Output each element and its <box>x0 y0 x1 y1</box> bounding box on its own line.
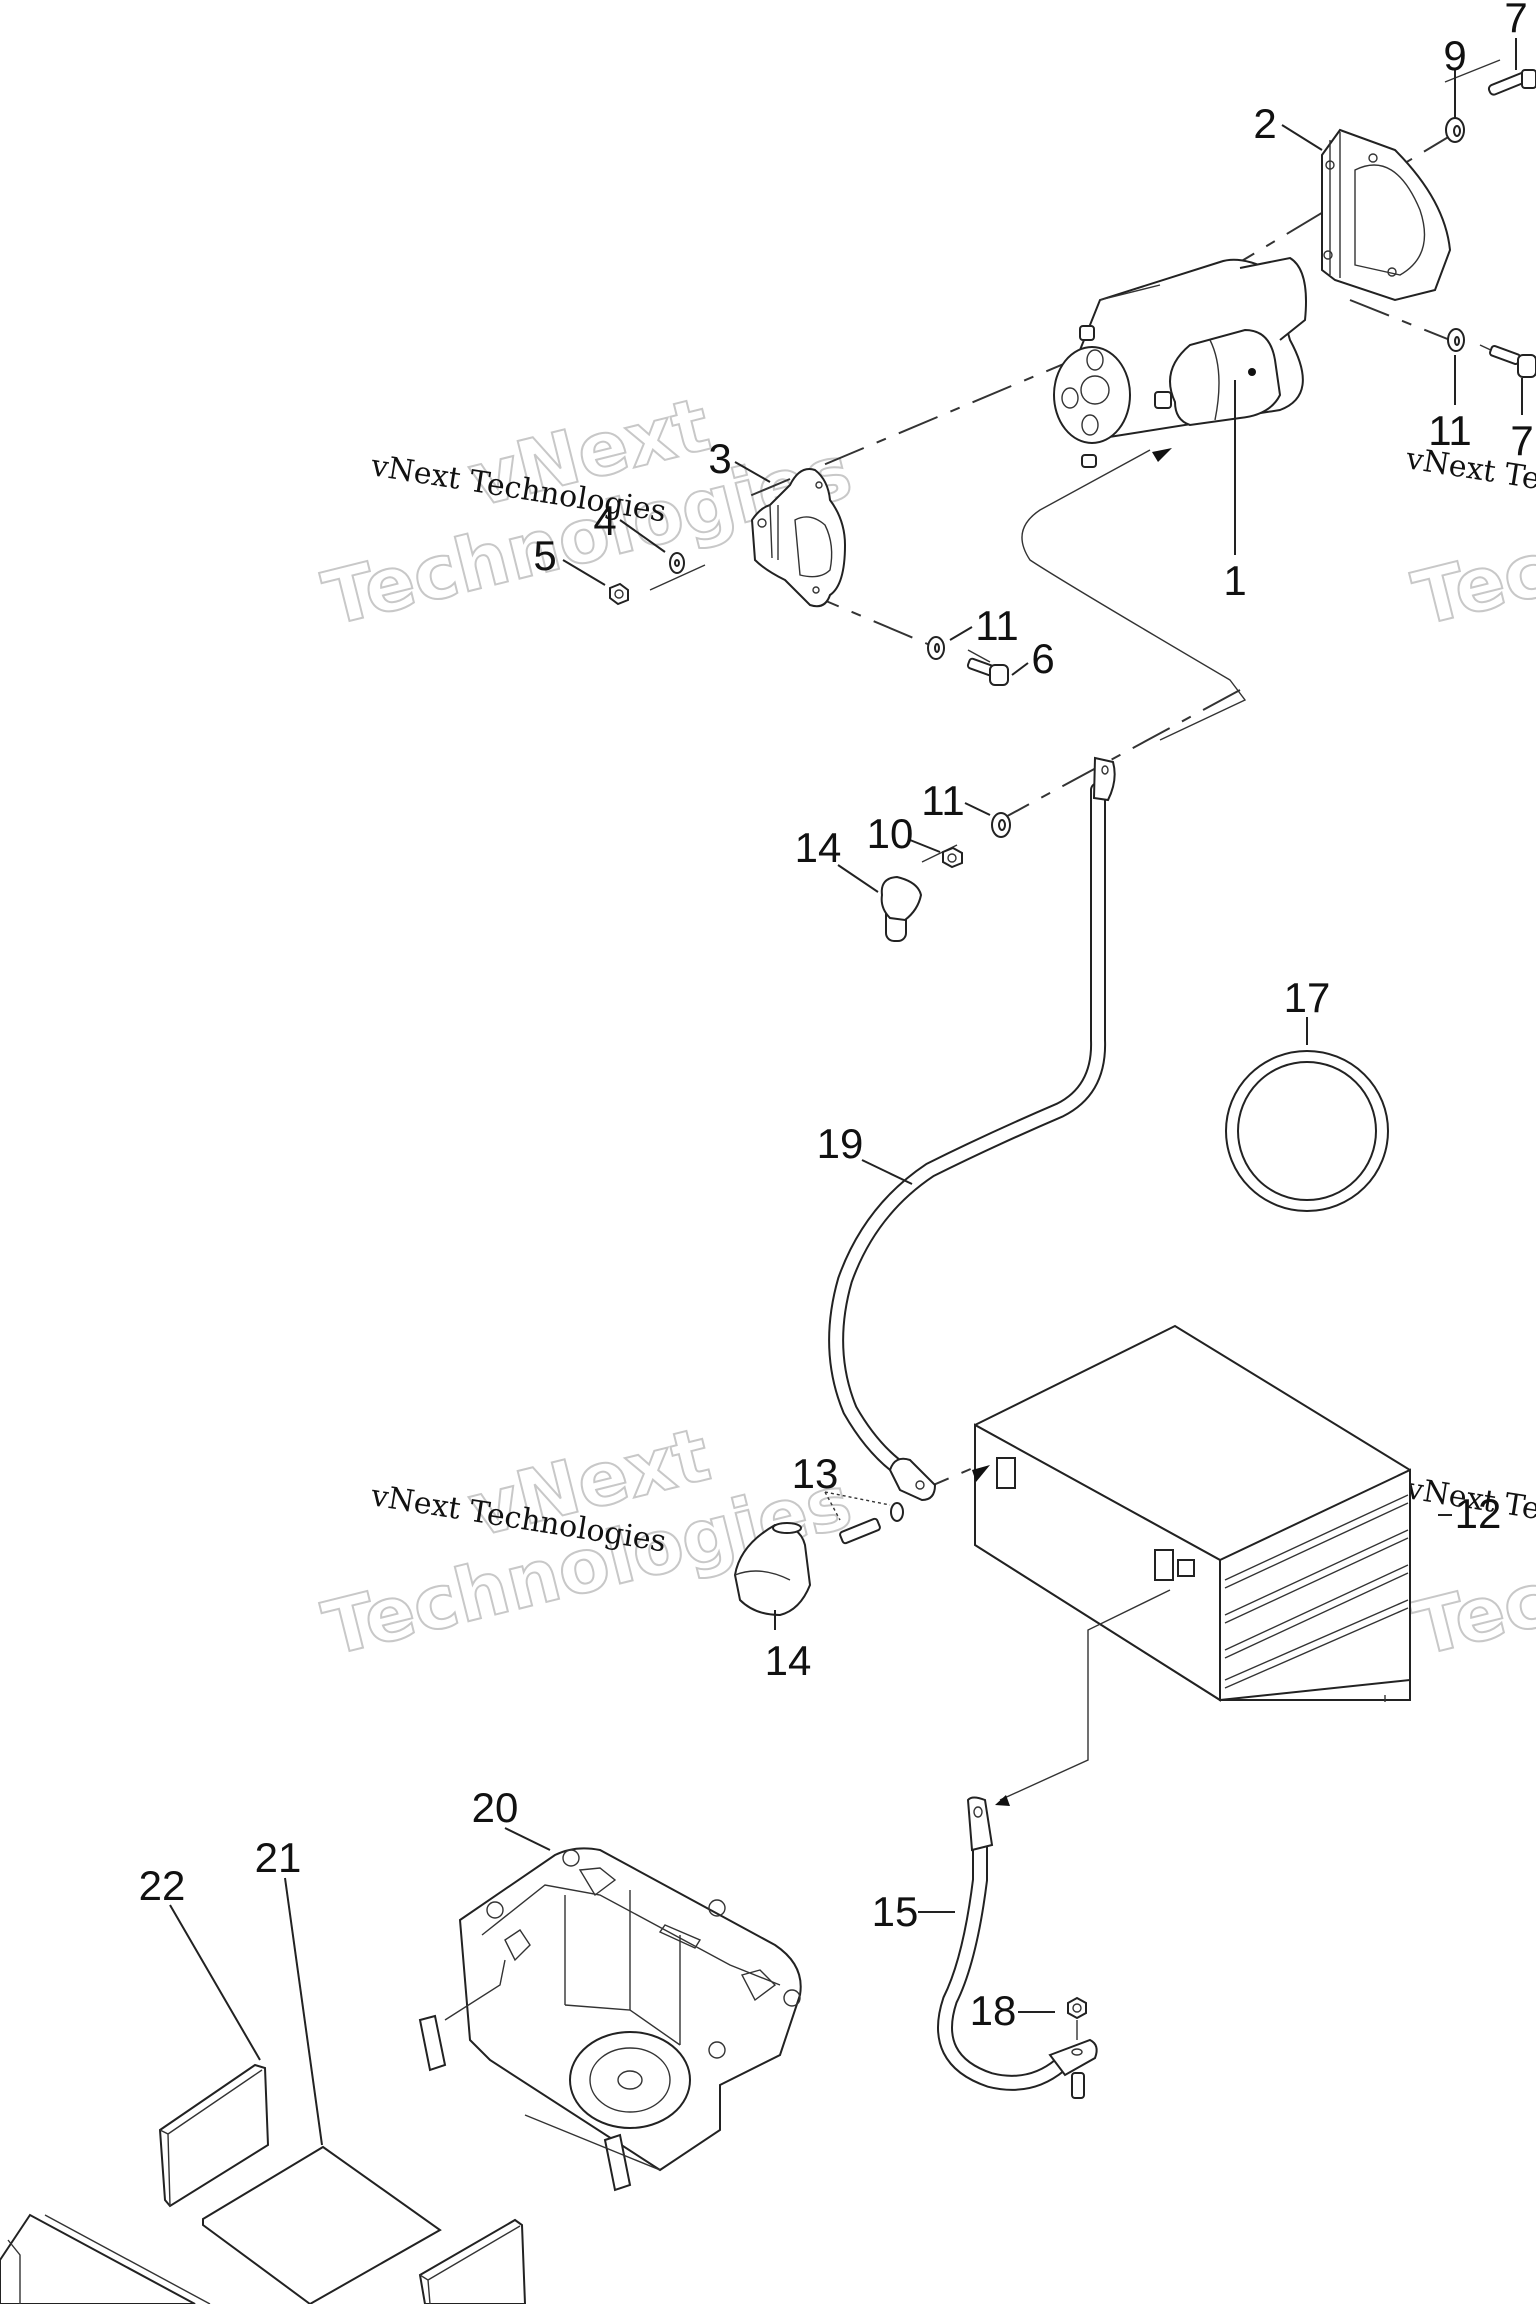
assembly-line <box>967 649 991 663</box>
leader-line <box>909 839 941 853</box>
wire-routing-line <box>999 1589 1171 1801</box>
watermark-right-top: vNext Technologies vNext Technologies <box>1403 428 1536 644</box>
part-washer-11-right[interactable] <box>1447 328 1465 352</box>
leader-line <box>1011 662 1029 676</box>
part-socket-bolt-7[interactable] <box>1489 345 1536 378</box>
leader-line <box>837 864 879 893</box>
part-terminal-cap-14-bottom[interactable] <box>733 1522 812 1617</box>
part-pad-22[interactable] <box>158 2063 270 2208</box>
stud <box>1071 2072 1085 2099</box>
callout-label-20[interactable]: 20 <box>472 1784 519 1831</box>
part-battery-tray-20[interactable] <box>418 1847 802 2192</box>
part-terminal-cap-14-top[interactable] <box>880 875 923 942</box>
callout-label-9[interactable]: 9 <box>1443 32 1466 79</box>
part-bracket-3[interactable] <box>750 468 847 608</box>
callout-labels: 7 9 2 1 11 7 3 4 5 11 6 11 10 14 17 19 1… <box>139 0 1534 2034</box>
battery-terminal-positive <box>996 1457 1016 1489</box>
leader-line <box>504 1827 551 1851</box>
callout-label-12[interactable]: 12 <box>1455 1490 1502 1537</box>
callout-label-6[interactable]: 6 <box>1031 635 1054 682</box>
callout-label-13[interactable]: 13 <box>792 1450 839 1497</box>
part-socket-bolt-6[interactable] <box>966 657 1009 686</box>
leader-line <box>964 802 991 816</box>
callout-label-15[interactable]: 15 <box>872 1888 919 1935</box>
part-starter-motor-1[interactable] <box>1053 256 1307 468</box>
leader-line <box>284 1877 323 2146</box>
part-o-ring-17[interactable] <box>1225 1050 1389 1212</box>
callout-label-4[interactable]: 4 <box>593 497 616 544</box>
part-washer-11-lower[interactable] <box>991 812 1011 838</box>
assembly-line <box>739 354 1086 501</box>
leader-line <box>562 559 606 586</box>
callout-label-22[interactable]: 22 <box>139 1862 186 1909</box>
callout-label-14-bottom[interactable]: 14 <box>765 1637 812 1684</box>
leader-line <box>861 1159 913 1185</box>
callout-label-19[interactable]: 19 <box>817 1120 864 1167</box>
part-washer-11-mid[interactable] <box>927 636 945 660</box>
watermark-left-top: vNext Technologies vNext Technologies <box>314 381 860 644</box>
part-washer-9[interactable] <box>1445 117 1465 143</box>
battery-terminal-negative <box>1154 1549 1174 1581</box>
arrow-icon <box>972 1465 990 1482</box>
assembly-line <box>999 689 1241 821</box>
part-nut-10[interactable] <box>942 846 963 869</box>
part-positive-cable-19[interactable] <box>828 756 1116 1502</box>
leader-line <box>949 626 973 641</box>
assembly-line <box>1349 299 1451 341</box>
arrow-icon <box>995 1795 1010 1806</box>
part-ground-cable-15[interactable] <box>937 1796 1098 2091</box>
callout-label-8[interactable]: 7 <box>1504 0 1527 41</box>
leader-lines <box>169 38 1523 2146</box>
callout-label-17[interactable]: 17 <box>1284 974 1331 1021</box>
arrow-icon <box>1152 448 1172 462</box>
wire-routing-line <box>1021 449 1247 741</box>
part-bracket-2[interactable] <box>1321 128 1452 302</box>
callout-label-10[interactable]: 10 <box>867 810 914 857</box>
callout-label-11-lower[interactable]: 11 <box>921 777 965 824</box>
assembly-line <box>649 564 706 591</box>
callout-label-2[interactable]: 2 <box>1253 100 1276 147</box>
part-nut-18[interactable] <box>1067 1996 1087 2099</box>
part-bolt-kit-13[interactable] <box>824 1491 904 1545</box>
part-battery-12[interactable] <box>972 1324 1411 1702</box>
callout-label-3[interactable]: 3 <box>708 435 731 482</box>
callout-label-7[interactable]: 7 <box>1510 417 1533 464</box>
callout-label-11-right[interactable]: 11 <box>1428 407 1472 454</box>
part-partial-housing <box>0 2213 211 2304</box>
callout-label-14-top[interactable]: 14 <box>795 824 842 871</box>
callout-label-11-mid[interactable]: 11 <box>975 602 1019 649</box>
part-pad-22b[interactable] <box>418 2218 527 2304</box>
leader-line <box>734 461 771 483</box>
leader-line <box>619 519 666 553</box>
part-washer-4[interactable] <box>669 552 685 574</box>
leader-line <box>1281 124 1323 151</box>
callout-dot <box>1248 368 1256 376</box>
leader-line <box>169 1904 261 2061</box>
callout-label-18[interactable]: 18 <box>970 1987 1017 2034</box>
callout-label-21[interactable]: 21 <box>255 1834 302 1881</box>
part-hex-bolt-8[interactable] <box>1487 69 1536 96</box>
callout-label-1[interactable]: 1 <box>1223 557 1246 604</box>
callout-label-5[interactable]: 5 <box>533 532 556 579</box>
part-nut-5[interactable] <box>609 582 629 606</box>
part-pad-21[interactable] <box>202 2145 442 2304</box>
